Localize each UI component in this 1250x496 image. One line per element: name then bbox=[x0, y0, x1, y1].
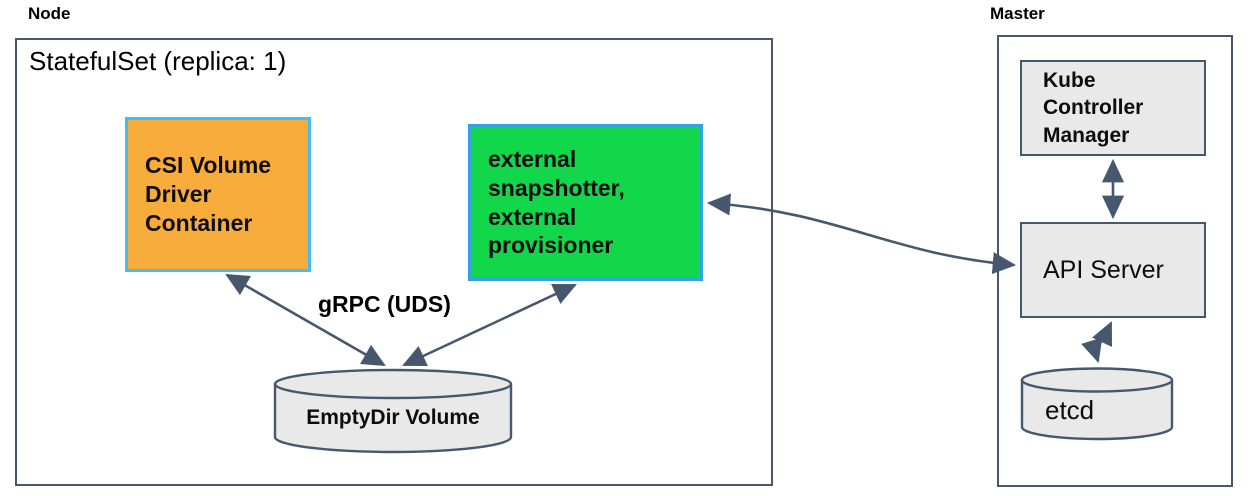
etcd-label: etcd bbox=[1045, 394, 1095, 425]
csi-volume-driver-label: CSI Volume Driver Container bbox=[145, 152, 272, 236]
statefulset-title: StatefulSet (replica: 1) bbox=[29, 46, 287, 76]
grpc-uds-label: gRPC (UDS) bbox=[318, 291, 451, 317]
node-section-label: Node bbox=[28, 4, 71, 23]
cylinder-shape-icon bbox=[273, 368, 513, 454]
csi-volume-driver-box: CSI Volume Driver Container bbox=[125, 117, 311, 272]
etcd-cylinder: etcd bbox=[1020, 366, 1174, 442]
api-server-box: API Server bbox=[1020, 222, 1206, 318]
emptydir-volume-label: EmptyDir Volume bbox=[306, 406, 480, 429]
emptydir-volume-cylinder: EmptyDir Volume bbox=[273, 367, 513, 455]
external-snapshotter-provisioner-box: external snapshotter, external provision… bbox=[468, 124, 703, 281]
api-server-label: API Server bbox=[1043, 255, 1164, 284]
master-section-label: Master bbox=[990, 4, 1045, 23]
external-snapshotter-provisioner-label: external snapshotter, external provision… bbox=[488, 145, 625, 259]
kube-controller-manager-label: Kube Controller Manager bbox=[1043, 69, 1144, 147]
cylinder-shape-icon bbox=[1020, 367, 1174, 441]
kube-controller-manager-box: Kube Controller Manager bbox=[1020, 60, 1206, 156]
